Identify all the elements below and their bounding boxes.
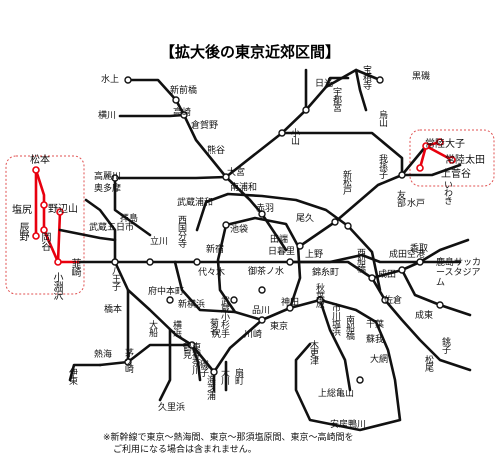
- station-minamifunabashi: 南船橋: [344, 315, 354, 339]
- station-sawara: 佐倉: [384, 296, 403, 306]
- station-katori: 香取: [410, 244, 429, 254]
- station-kashimasoccer: 鹿島サッカースタジアム: [436, 258, 482, 288]
- station-isogo: 磯子: [198, 360, 208, 376]
- station-shinyokohama: 新横浜: [178, 300, 206, 310]
- station-awakamogawa: 安房鴨川: [330, 420, 367, 430]
- station-nishikokubunji: 西国分寺: [176, 215, 186, 247]
- station-musashikosugi: 武蔵小杉: [219, 296, 229, 328]
- station-kikuna: 菊名: [208, 318, 218, 334]
- station-omiya: 大宮: [227, 168, 246, 178]
- station-fuchuhommachi: 府中本町: [148, 287, 185, 297]
- station-okutama: 奥多摩: [94, 184, 122, 194]
- station-matsuo: 松尾: [423, 355, 433, 371]
- station-kurihama: 久里浜: [158, 403, 186, 413]
- station-ito: 伊東: [67, 368, 77, 384]
- stations: [111, 76, 444, 384]
- highlight-stations: [32, 138, 456, 266]
- station-koyama: 小山: [289, 128, 299, 144]
- station-hachioji: 八王子: [110, 266, 120, 290]
- station-utsunomiya: 宇都宮: [331, 87, 341, 111]
- station-oku: 尾久: [296, 214, 315, 224]
- station-nishifunabashi: 西船橋: [355, 248, 365, 272]
- station-kinshicho: 錦糸町: [312, 268, 340, 278]
- station-hashimoto: 橋本: [104, 305, 123, 315]
- station-karasuyama: 烏山: [377, 110, 387, 126]
- station-shinkawa: 尻手: [212, 330, 231, 340]
- station-yoyogi: 代々木: [198, 268, 226, 278]
- station-kuragano: 倉賀野: [191, 121, 219, 131]
- station-hitachiota: 常陸太田: [445, 155, 485, 166]
- station-nobeyama: 野辺山: [48, 204, 78, 215]
- footnote: ※新幹線で東京～熱海間、東京～那須塩原間、東京～高崎間を ご利用になる場合は含ま…: [103, 432, 354, 456]
- station-atami: 熱海: [94, 350, 113, 360]
- station-tsurumi: 鶴見: [181, 342, 191, 358]
- map-title: 【拡大後の東京近郊区間】: [159, 43, 340, 61]
- station-shiojiri: 塩尻: [12, 205, 32, 216]
- station-takasaki: 高崎: [173, 108, 192, 118]
- station-kisarazu: 木更津: [308, 340, 318, 364]
- station-haijima: 拝島: [120, 214, 139, 224]
- station-nippori: 日暮里: [268, 247, 296, 257]
- station-ikebukuro: 池袋: [230, 225, 249, 235]
- station-musashiitsukaichi: 武蔵五日市: [89, 223, 135, 233]
- station-musashiurawa: 武蔵浦和: [177, 198, 214, 208]
- station-akihabara: 秋葉原: [314, 283, 324, 307]
- rail-lines: [34, 68, 472, 432]
- station-okaya: 岡谷: [39, 232, 50, 250]
- station-tatsuno: 辰野: [17, 222, 28, 240]
- station-kamisugaya: 上菅谷: [441, 169, 471, 180]
- station-shinmatsudo: 新松戸: [341, 170, 351, 194]
- station-iwaki: いわき: [442, 180, 452, 204]
- station-ueno: 上野: [305, 250, 324, 260]
- station-soga: 蘇我: [366, 335, 385, 345]
- station-kumagaya: 熊谷: [207, 146, 226, 156]
- station-abiko: 我孫子: [377, 154, 387, 178]
- station-choshi: 銚子: [440, 337, 450, 353]
- station-nikko: 日光: [315, 79, 334, 89]
- station-kazusaichinomiya: 上総亀山: [318, 389, 355, 399]
- station-narita: 成田: [378, 270, 397, 280]
- station-tabata: 田端: [270, 235, 289, 245]
- station-shinmaebashi: 新前橋: [170, 86, 198, 96]
- station-chiba: 千葉: [366, 320, 385, 330]
- station-tokyo: 東京: [270, 322, 289, 332]
- station-oami: 大網: [370, 355, 389, 365]
- station-hoshakuji: 宝積寺: [361, 65, 371, 89]
- station-kawasaki: 川崎: [244, 330, 263, 340]
- station-matsumoto: 松本: [30, 155, 50, 166]
- footnote-line-2: ご利用になる場合は含まれません。: [113, 445, 257, 455]
- station-yokokawa: 横川: [98, 111, 117, 121]
- station-nirasaki: 韮崎: [69, 258, 80, 276]
- station-naritaairport: 成田空港: [389, 250, 426, 260]
- station-shinagawa: 品川: [252, 306, 271, 316]
- station-kurobane: 黒磯: [412, 72, 431, 82]
- station-ofuna: 大船: [147, 320, 157, 336]
- station-yokohama: 横浜: [171, 320, 181, 336]
- station-umishibaura: 海芝浦: [205, 375, 215, 399]
- station-ichikawashiohama: 市川塩浜: [330, 303, 340, 335]
- station-akabane: 赤羽: [256, 204, 275, 214]
- west-extension-box: [5, 155, 85, 295]
- station-kanda: 神田: [281, 298, 300, 308]
- station-narutou: 成東: [415, 311, 434, 321]
- station-komagawa: 高麗川: [94, 172, 122, 182]
- station-hitachidaigo: 常陸大子: [425, 139, 465, 150]
- station-ochanomizu: 御茶ノ水: [248, 267, 285, 277]
- station-chigasaki: 茅ケ崎: [123, 348, 133, 372]
- station-minamiurawa: 南浦和: [230, 183, 258, 193]
- station-kobuchizawa: 小淵沢: [51, 272, 62, 299]
- station-higashikanagawa: 東神奈川: [190, 342, 200, 374]
- footnote-line-1: ※新幹線で東京～熱海間、東京～那須塩原間、東京～高崎間を: [103, 433, 354, 443]
- station-tachikawa: 立川: [150, 237, 169, 247]
- station-mito: 水戸: [407, 199, 426, 209]
- station-ogimachi: 扇町: [233, 368, 243, 384]
- station-mizukami: 水上: [101, 75, 120, 85]
- station-oigawa: 大川: [219, 368, 229, 384]
- east-extension-box: [409, 129, 495, 187]
- station-tomobe: 友部: [395, 190, 405, 206]
- station-shinjuku: 新宿: [206, 245, 225, 255]
